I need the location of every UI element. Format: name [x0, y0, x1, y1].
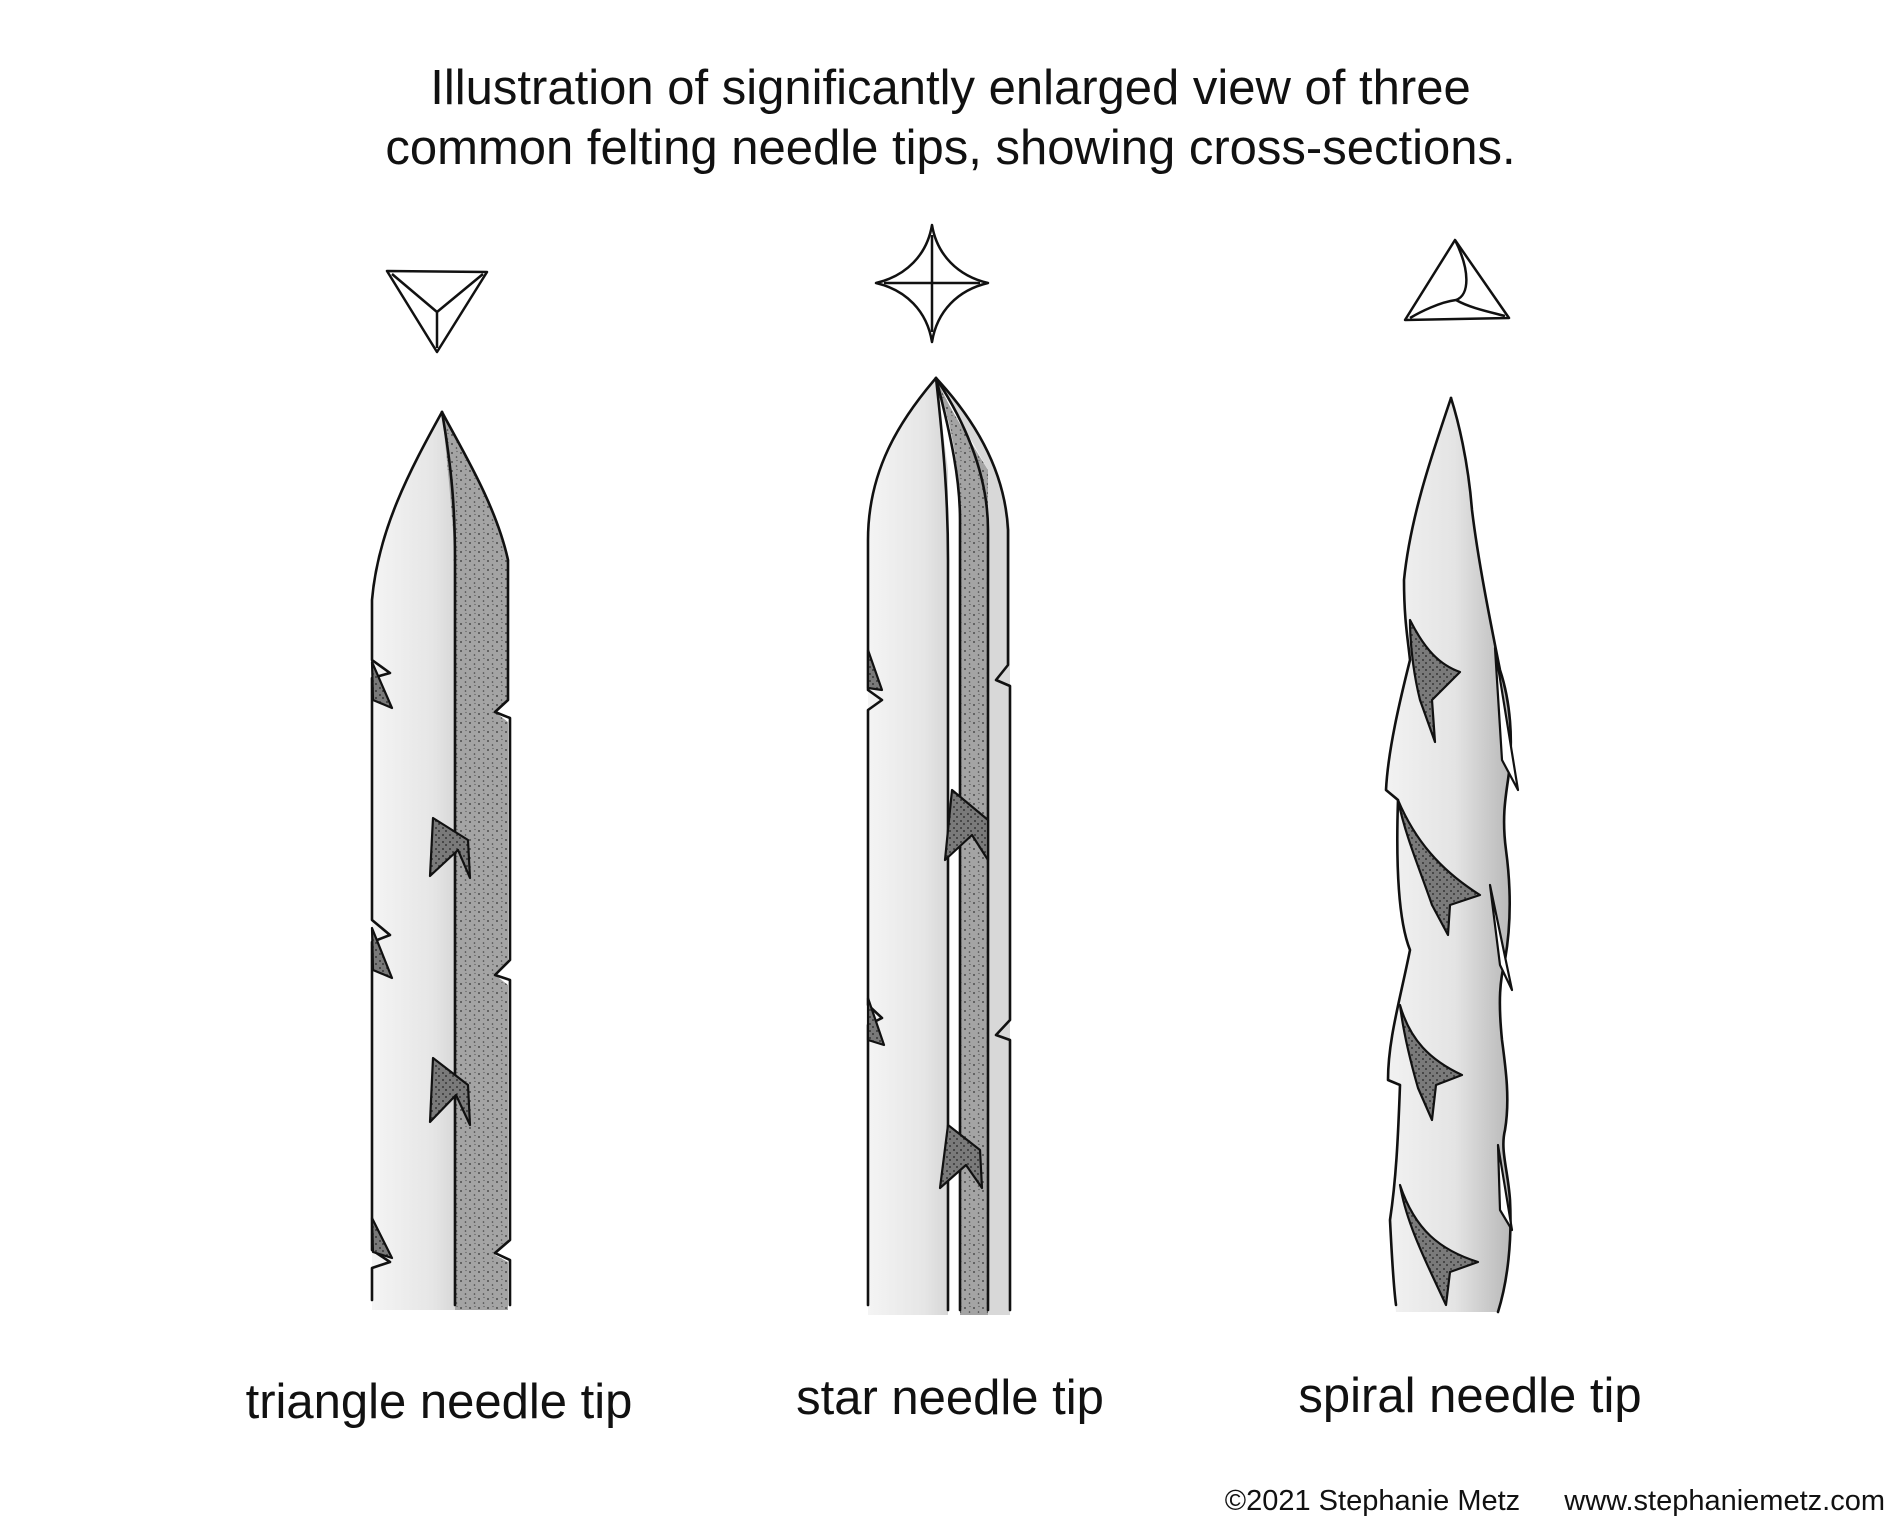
website-link[interactable]: www.stephaniemetz.com — [1564, 1485, 1885, 1517]
triangle-needle — [372, 271, 510, 1310]
spiral-shaft — [1386, 398, 1511, 1312]
star-light-face-left — [868, 378, 948, 1315]
spiral-cross-section-icon — [1405, 240, 1509, 320]
footer-credits: ©2021 Stephanie Metz www.stephaniemetz.c… — [1225, 1484, 1885, 1518]
spiral-needle-label: spiral needle tip — [1210, 1368, 1730, 1424]
triangle-cross-section-icon — [387, 271, 487, 352]
star-needle — [868, 225, 1010, 1315]
spiral-needle — [1386, 240, 1518, 1312]
triangle-needle-label: triangle needle tip — [179, 1374, 699, 1430]
star-cross-section-icon — [876, 225, 988, 342]
copyright-text: ©2021 Stephanie Metz — [1225, 1485, 1520, 1517]
star-needle-label: star needle tip — [690, 1370, 1210, 1426]
